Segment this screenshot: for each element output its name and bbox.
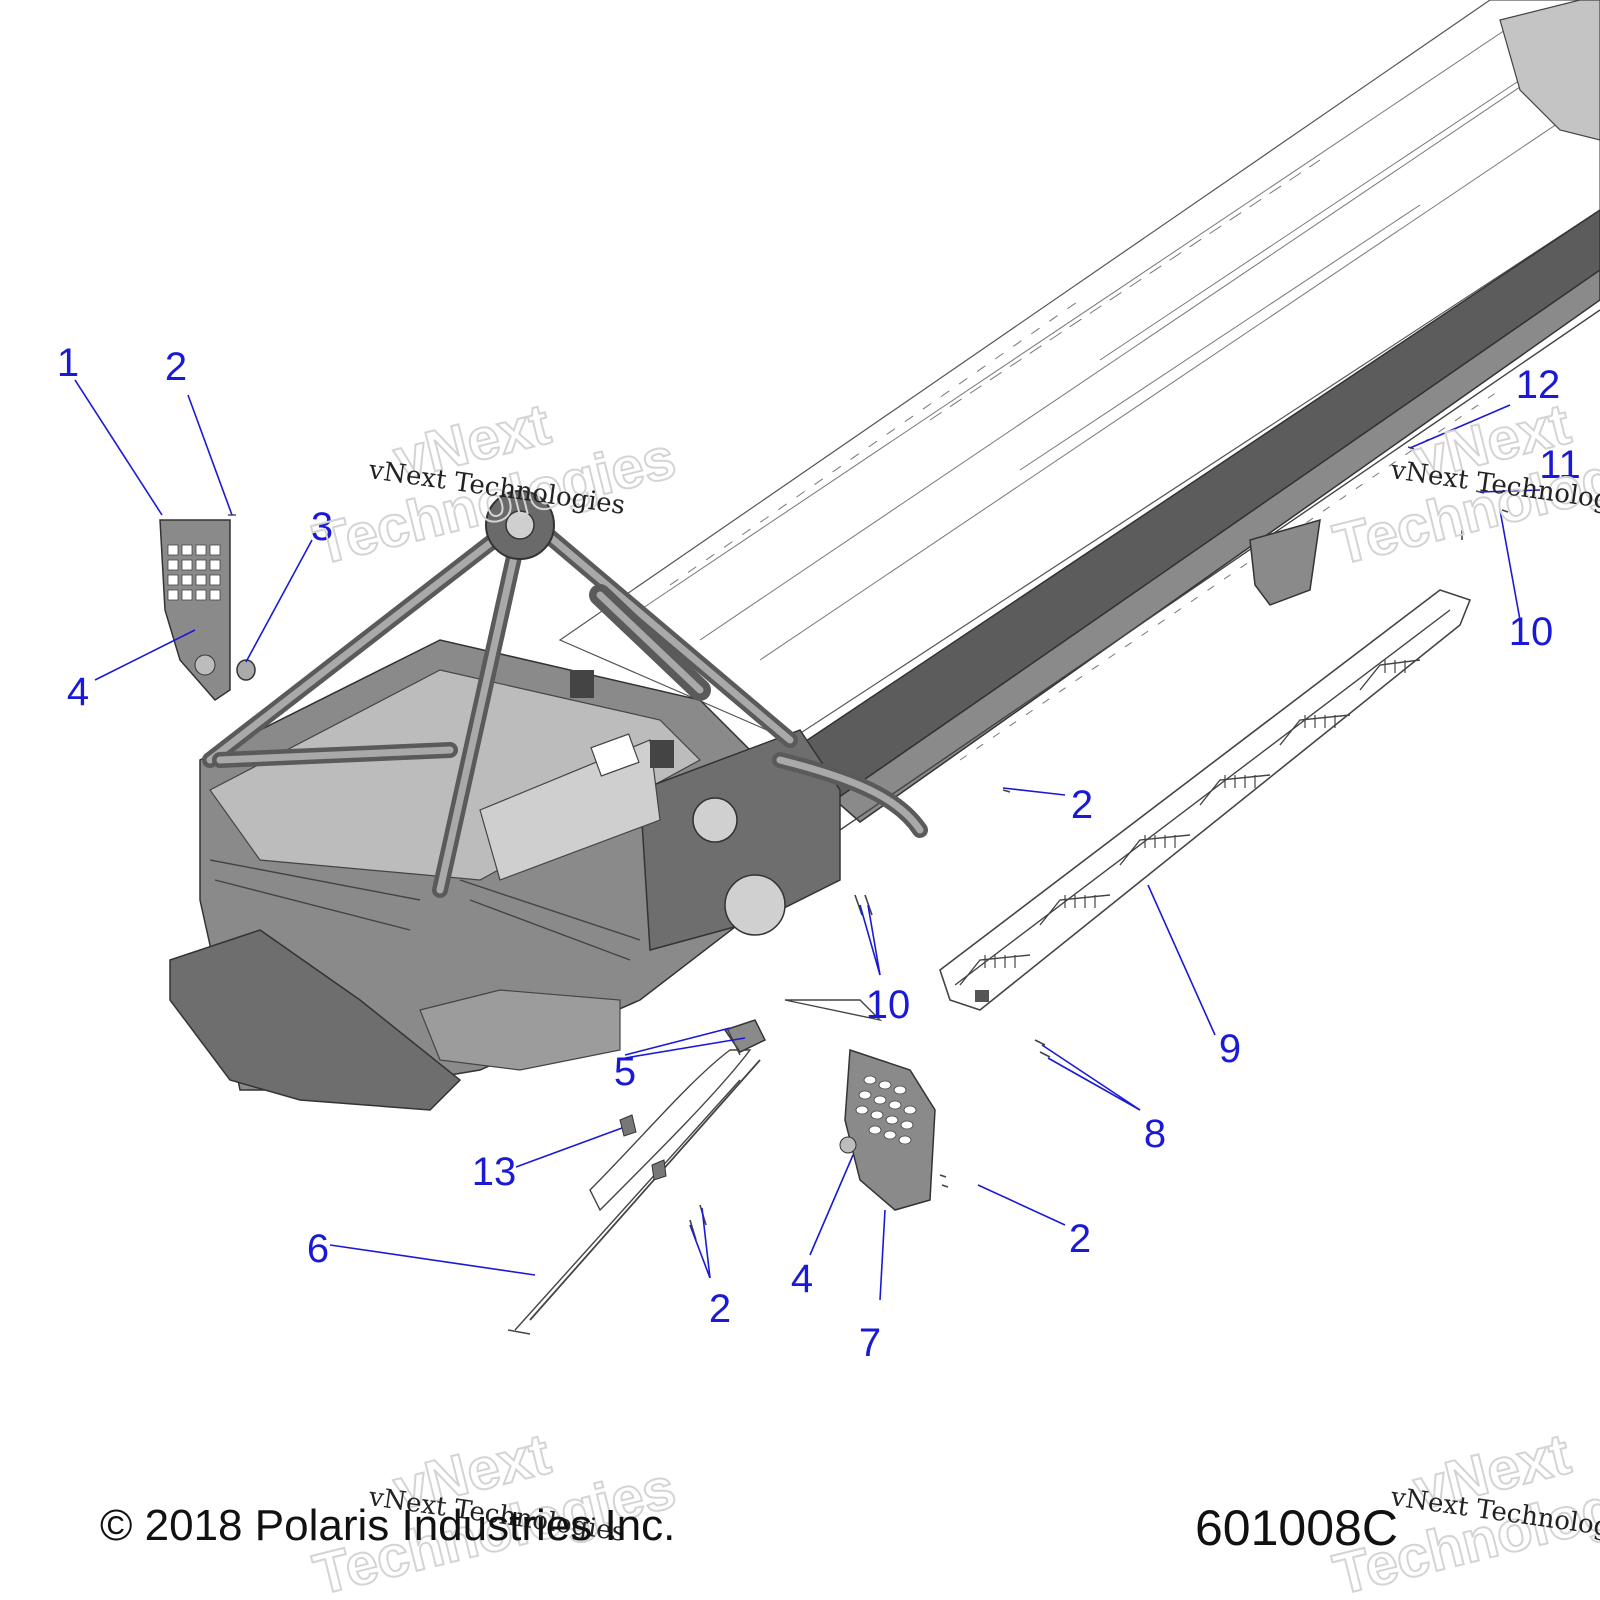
callout-4: 4 xyxy=(67,670,89,714)
part-6-toe-strip xyxy=(507,1049,761,1335)
callout-1: 1 xyxy=(57,341,79,385)
copyright-text: © 2018 Polaris Industries Inc. xyxy=(100,1501,675,1550)
callout-10: 10 xyxy=(866,983,911,1027)
leader-lines xyxy=(74,379,1541,1301)
callout-7: 7 xyxy=(859,1321,881,1365)
callout-2: 2 xyxy=(1069,1217,1091,1261)
callout-2: 2 xyxy=(165,345,187,389)
part-13-clip xyxy=(619,1114,637,1137)
part-3-grommet xyxy=(236,659,256,681)
callout-2: 2 xyxy=(1071,783,1093,827)
part-7-right-panel xyxy=(784,999,936,1211)
fasteners xyxy=(689,446,1509,1241)
callout-numbers: 1 2 3 4 2 5 6 2 4 7 2 8 9 10 10 11 12 13 xyxy=(57,341,1581,1365)
callout-2: 2 xyxy=(709,1287,731,1331)
part-5-bracket xyxy=(723,1019,767,1056)
callout-11: 11 xyxy=(1539,443,1581,487)
tunnel-assembly xyxy=(558,0,1600,831)
part-1-left-panel xyxy=(159,519,231,701)
callout-4: 4 xyxy=(791,1257,813,1301)
callout-12: 12 xyxy=(1516,363,1561,407)
upper-frame-tubes xyxy=(202,490,928,898)
callout-8: 8 xyxy=(1144,1112,1166,1156)
callout-5: 5 xyxy=(614,1050,636,1094)
callout-9: 9 xyxy=(1219,1027,1241,1071)
callout-13: 13 xyxy=(472,1150,517,1194)
part-9-running-board xyxy=(939,589,1472,1011)
figure-id: 601008C xyxy=(1195,1500,1398,1556)
callout-3: 3 xyxy=(311,505,333,549)
callout-10: 10 xyxy=(1509,610,1554,654)
callout-6: 6 xyxy=(307,1227,329,1271)
